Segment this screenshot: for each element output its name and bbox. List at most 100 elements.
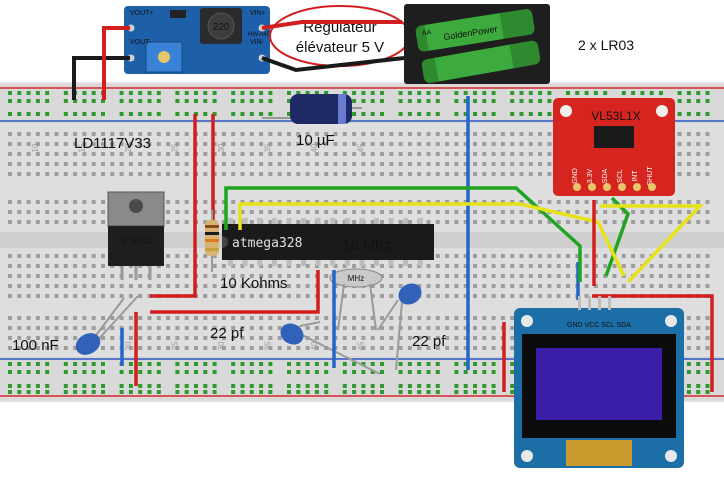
rail-hole [91,390,96,394]
strip-hole [73,264,78,268]
strip-hole [500,210,505,214]
chip-pin [388,218,394,224]
strip-hole [259,316,264,320]
rail-hole [361,112,366,116]
strip-hole [45,274,50,278]
strip-hole [510,142,515,146]
strip-hole [547,254,552,258]
strip-hole [184,142,189,146]
strip-hole [268,284,273,288]
strip-hole [435,200,440,204]
sensor-pin-label: GND [572,168,579,184]
strip-hole [324,316,329,320]
strip-hole [240,210,245,214]
strip-hole [538,152,543,156]
strip-hole [128,152,133,156]
rail-hole [91,91,96,95]
strip-hole [17,336,22,340]
rail-hole [370,112,375,116]
strip-hole [705,346,710,350]
strip-hole [277,346,282,350]
rail-hole [417,390,422,394]
rail-hole [194,370,198,374]
strip-hole [454,152,459,156]
strip-hole [370,142,375,146]
strip-hole [277,264,282,268]
rail-hole [538,112,543,116]
strip-hole [659,284,663,288]
strip-hole [35,274,40,278]
strip-hole [547,162,552,166]
strip-hole [324,142,329,146]
ldo-label: LD1117V33 [74,135,151,152]
strip-hole [63,132,68,136]
strip-hole [240,264,245,268]
chip-pin [388,260,394,266]
rail-hole [528,112,533,116]
rail-hole [17,370,22,374]
strip-hole [45,336,50,340]
rail-hole [8,112,12,116]
strip-hole [45,264,50,268]
rail-hole [696,370,701,374]
strip-hole [166,162,171,166]
rail-hole [510,112,515,116]
rail-hole [426,99,431,103]
column-number: 25 [171,341,180,350]
rail-hole [194,362,198,366]
rail-hole [203,91,208,95]
strip-hole [500,294,505,298]
strip-hole [538,274,543,278]
strip-hole [398,284,403,288]
rail-hole [35,390,40,394]
strip-hole [668,264,673,268]
strip-hole [110,284,115,288]
strip-hole [333,162,338,166]
rail-hole [212,390,217,394]
strip-hole [463,210,468,214]
strip-hole [45,284,50,288]
strip-hole [342,132,347,136]
strip-hole [389,346,394,350]
rail-hole [463,91,468,95]
strip-hole [184,132,189,136]
strip-hole [91,284,96,288]
rail-hole [482,99,487,103]
strip-hole [268,220,273,224]
strip-hole [426,346,431,350]
strip-hole [101,152,105,156]
strip-hole [603,264,608,268]
strip-hole [314,336,319,340]
rail-hole [473,384,477,388]
strip-hole [35,316,40,320]
strip-hole [91,142,96,146]
rail-hole [231,112,236,116]
strip-hole [398,220,403,224]
rail-hole [519,112,524,116]
strip-hole [101,200,105,204]
strip-hole [63,316,68,320]
rail-hole [91,362,96,366]
strip-hole [240,274,245,278]
strip-hole [35,326,40,330]
strip-hole [259,172,264,176]
rail-hole [35,370,40,374]
strip-hole [184,316,189,320]
strip-hole [380,326,384,330]
strip-hole [203,210,208,214]
rail-hole [491,362,496,366]
rail-hole [138,99,143,103]
rail-hole [138,370,143,374]
pin-vin-plus: VIN+ [250,10,266,17]
strip-hole [8,326,12,330]
strip-hole [231,284,236,288]
strip-hole [407,264,412,268]
strip-hole [426,142,431,146]
strip-hole [147,316,152,320]
strip-hole [631,210,636,214]
strip-hole [621,254,626,258]
strip-hole [324,132,329,136]
strip-hole [370,294,375,298]
rail-hole [696,112,701,116]
